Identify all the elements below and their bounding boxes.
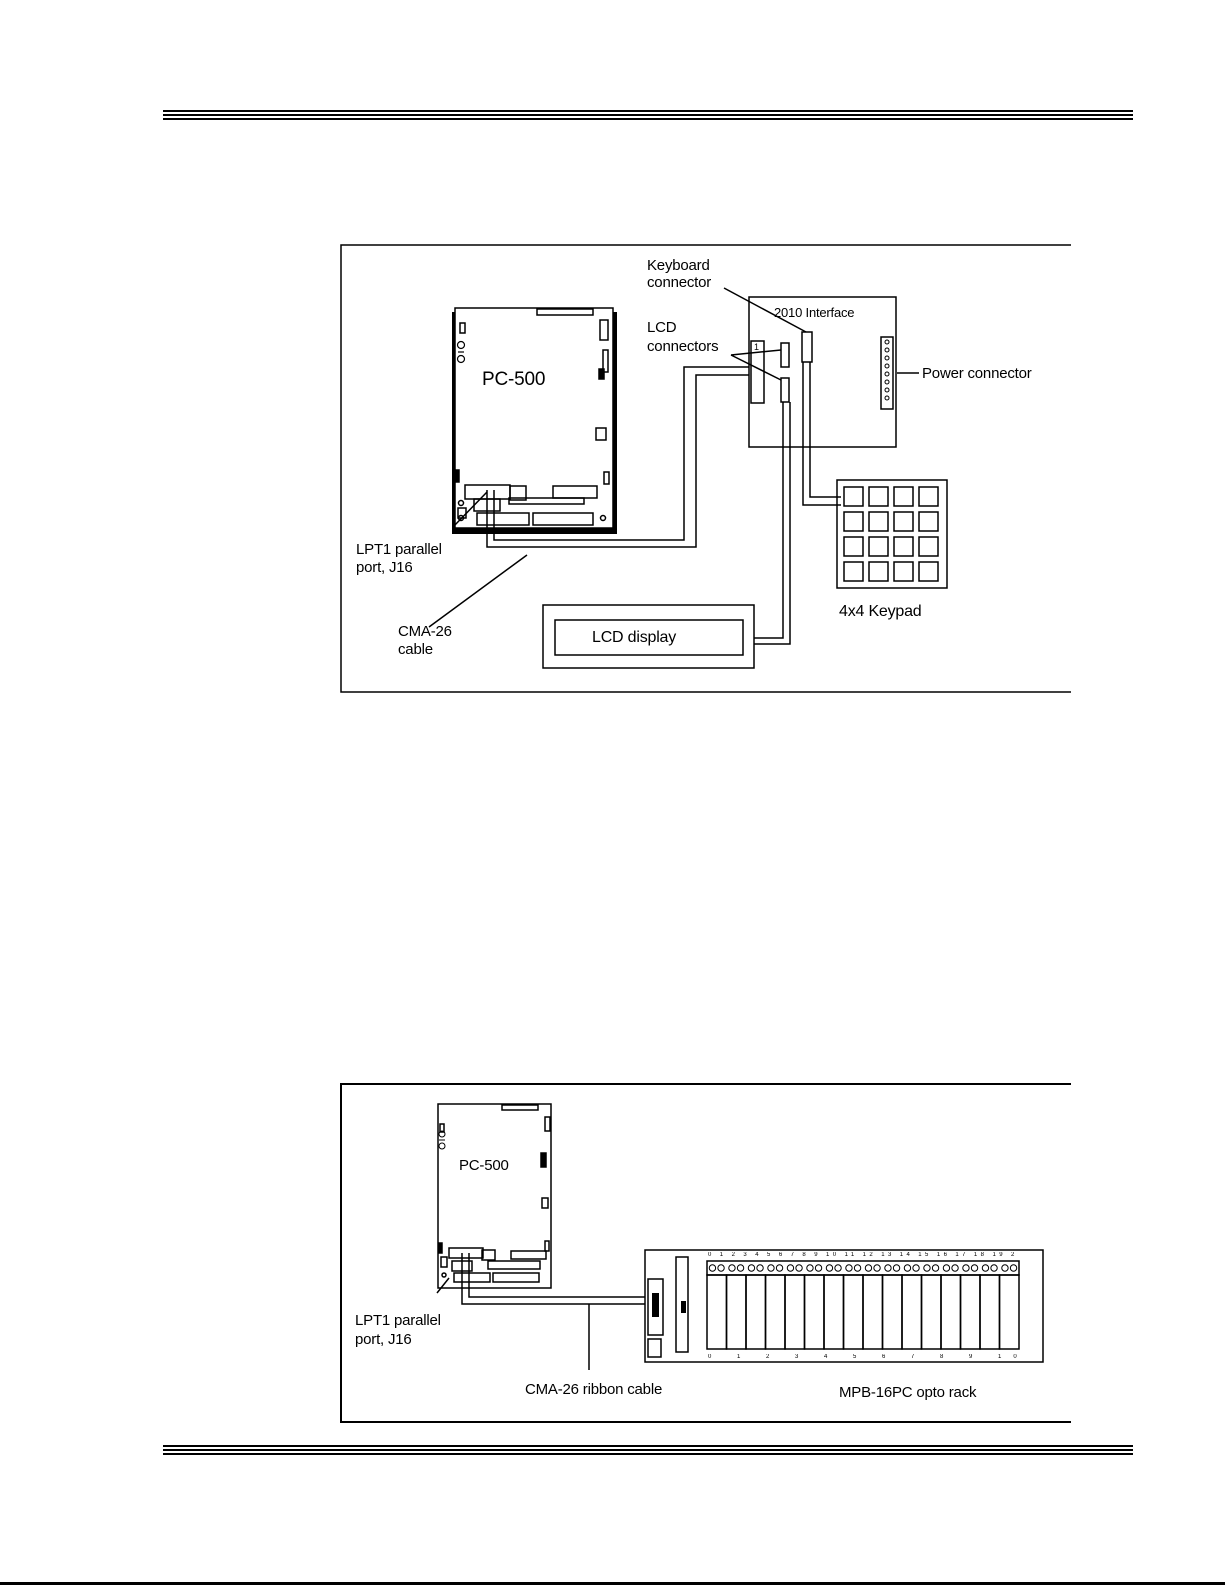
terminal-screw (786, 1264, 795, 1272)
footer-rule (163, 1445, 1133, 1457)
terminal-screw (923, 1264, 931, 1272)
terminal-screw (1001, 1264, 1009, 1272)
keypad-key (918, 536, 939, 557)
ribbon-cable-label: CMA-26 ribbon cable (525, 1381, 663, 1398)
terminal-screw (728, 1264, 736, 1272)
terminal-screw (931, 1264, 940, 1272)
figure-frame (340, 244, 1071, 693)
keypad-key (893, 511, 914, 532)
lpt1-label-l2: port, J16 (355, 1331, 412, 1348)
terminal-screw (990, 1264, 998, 1272)
keypad-key (868, 511, 889, 532)
lpt1-label-l1: LPT1 parallel (355, 1312, 441, 1329)
terminal-screw (747, 1264, 756, 1272)
wiring-diagram-2 (340, 1083, 1071, 1423)
cma26-cable (486, 374, 751, 548)
lpt1-leader (452, 491, 488, 528)
pc500-board (437, 1103, 552, 1289)
keypad-key (868, 536, 889, 557)
figure-lcd-keypad-wiring: Keyboard connector 2010 Interface LCD co… (340, 244, 1081, 701)
cma26-label-l1: CMA-26 (398, 623, 452, 640)
figure-frame (340, 1083, 1071, 1423)
opto-rack-label: MPB-16PC opto rack (839, 1384, 977, 1401)
terminal-screw (845, 1264, 853, 1272)
rack-bottom-numbers: 0 1 2 3 4 5 6 7 8 9 10 11 12 13 14 15 (708, 1354, 1018, 1360)
keypad-key (918, 486, 939, 507)
header-rule (163, 110, 1133, 122)
terminal-screw (736, 1264, 745, 1272)
terminal-screw (942, 1264, 951, 1272)
opto-module-slot (998, 1274, 1020, 1350)
terminal-screw (795, 1264, 803, 1272)
lcd-connector-pin-label: 1 (754, 342, 759, 352)
wiring-diagram-1 (340, 244, 1071, 693)
keypad-key (893, 561, 914, 582)
lcd-connectors-label-l2: connectors (647, 338, 719, 355)
terminal-screw (775, 1264, 784, 1272)
ribbon-cable (461, 1253, 651, 1305)
pc500-board (452, 307, 617, 534)
keypad-key (843, 511, 864, 532)
interface-2010 (748, 296, 897, 448)
lcd-display-label: LCD display (592, 629, 677, 646)
terminal-screw (962, 1264, 970, 1272)
keypad-key (893, 486, 914, 507)
terminal-screw (814, 1264, 823, 1272)
lcd-connectors-label-l1: LCD (647, 319, 677, 336)
terminal-screw (884, 1264, 892, 1272)
terminal-screw (951, 1264, 959, 1272)
terminal-screw (708, 1264, 717, 1272)
cma26-label-l2: cable (398, 641, 433, 658)
keypad-key (918, 511, 939, 532)
keypad-key (918, 561, 939, 582)
keypad-key (868, 561, 889, 582)
terminal-screw (970, 1264, 979, 1272)
terminal-screw (767, 1264, 775, 1272)
page-bottom-line (0, 1582, 1225, 1585)
keyboard-connector-label-l2: connector (647, 274, 712, 291)
terminal-screw (981, 1264, 990, 1272)
figure-opto-rack-wiring: PC-500 LPT1 parallel port, J16 CMA-26 ri… (340, 1083, 1081, 1437)
terminal-screw (806, 1264, 814, 1272)
terminal-screw (903, 1264, 912, 1272)
pc500-label: PC-500 (459, 1157, 509, 1174)
lcd-display-unit (542, 604, 755, 669)
terminal-screw (853, 1264, 862, 1272)
terminal-screw (892, 1264, 901, 1272)
keypad-4x4 (836, 479, 948, 589)
lcd-connector-leader-a (730, 349, 782, 356)
terminal-screw (912, 1264, 920, 1272)
keypad-key (843, 486, 864, 507)
lpt1-leader (436, 1277, 450, 1294)
lpt1-label-l1: LPT1 parallel (356, 541, 442, 558)
power-connector-label: Power connector (922, 365, 1032, 382)
keypad-key (843, 561, 864, 582)
interface-label: 2010 Interface (774, 305, 855, 320)
rack-top-numbers: 0 1 2 3 4 5 6 7 8 9 10 11 12 13 14 15 16… (708, 1252, 1018, 1258)
lcd-connector-leader-b (730, 354, 782, 381)
keypad-key (868, 486, 889, 507)
keypad-cable (802, 362, 841, 506)
lcd-cable (754, 402, 784, 639)
keyboard-connector-label-l1: Keyboard (647, 257, 710, 274)
terminal-screw (825, 1264, 834, 1272)
keypad-key (843, 536, 864, 557)
keypad-label: 4x4 Keypad (839, 603, 922, 620)
terminal-screw (756, 1264, 764, 1272)
lpt1-label-l2: port, J16 (356, 559, 413, 576)
terminal-screw (864, 1264, 873, 1272)
terminal-screw (834, 1264, 842, 1272)
opto-rack (644, 1249, 1044, 1363)
terminal-screw (1009, 1264, 1018, 1272)
terminal-screw (717, 1264, 725, 1272)
keypad-key (893, 536, 914, 557)
cma26-leader (428, 554, 528, 628)
pc500-label: PC-500 (482, 369, 546, 390)
terminal-screw (873, 1264, 881, 1272)
keyboard-connector-leader (723, 287, 807, 333)
